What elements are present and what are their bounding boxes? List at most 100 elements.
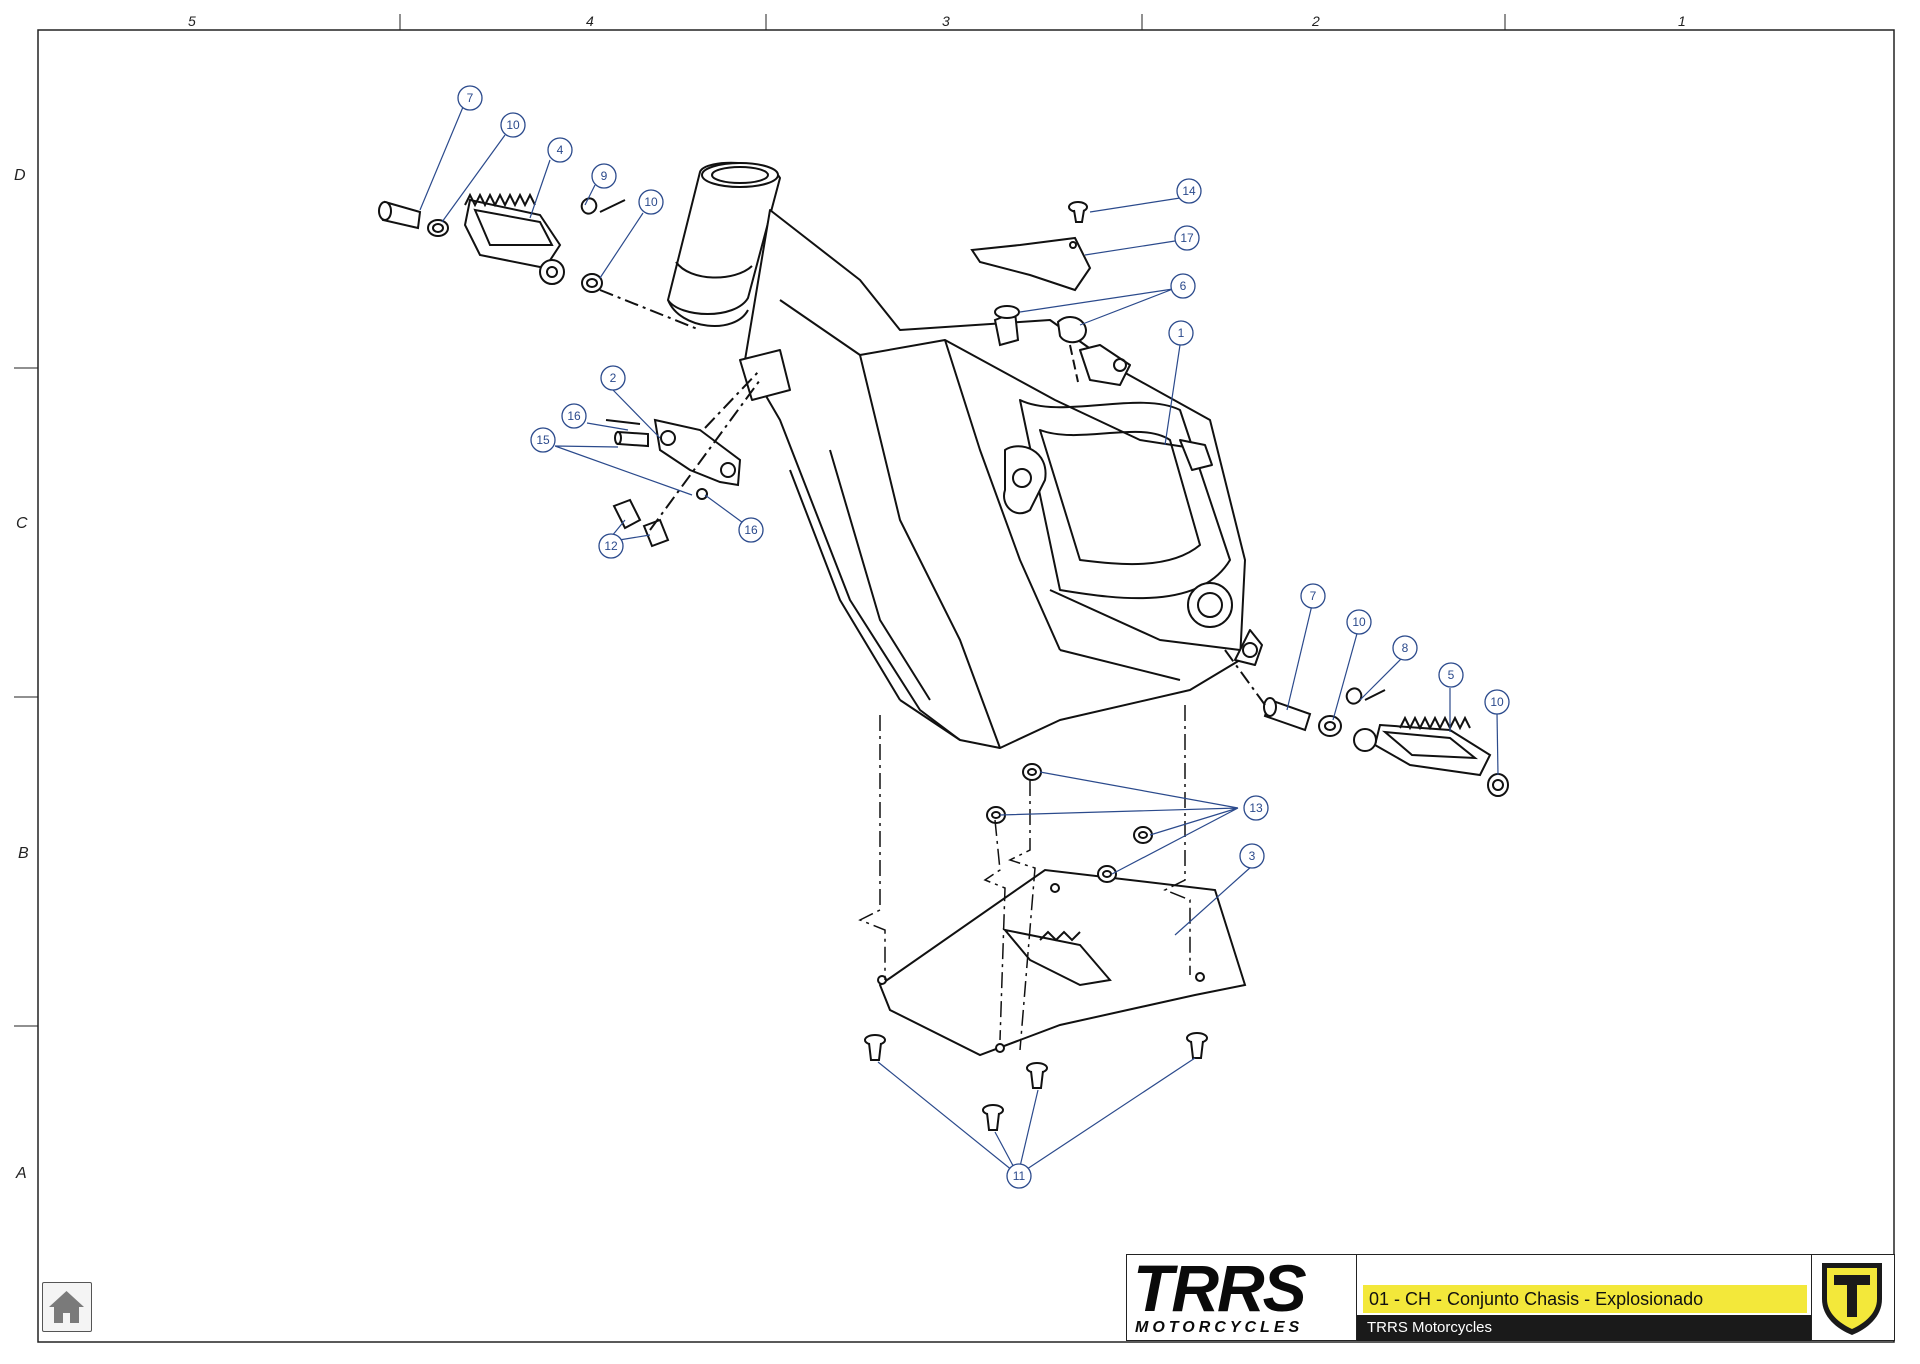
brand-logo-text: TRRS [1133, 1251, 1307, 1325]
balloon-label: 17 [1180, 231, 1194, 245]
top-bracket-drawing [970, 201, 1092, 383]
home-icon [49, 1291, 84, 1323]
balloon-label: 10 [1490, 695, 1504, 709]
balloon-circle [1239, 843, 1265, 869]
balloon-14: 14 [1176, 178, 1202, 204]
balloon-circle [1243, 795, 1269, 821]
balloon-label: 10 [506, 118, 520, 132]
balloon-label: 9 [601, 169, 608, 183]
balloon-label: 16 [567, 409, 581, 423]
balloon-circle [530, 427, 556, 453]
front-bracket-drawing [605, 369, 761, 548]
drawing-title: 01 - CH - Conjunto Chasis - Explosionado [1363, 1285, 1807, 1313]
col-label-4: 4 [586, 13, 594, 29]
home-button[interactable] [42, 1282, 92, 1332]
balloon-circle [561, 403, 587, 429]
balloon-label: 10 [644, 195, 658, 209]
balloon-label: 7 [467, 91, 474, 105]
balloon-label: 5 [1448, 668, 1455, 682]
balloon-label: 16 [744, 523, 758, 537]
row-label-c: C [16, 515, 28, 532]
balloon-circle [1484, 689, 1510, 715]
leader-lines [419, 106, 1499, 1176]
balloon-6: 6 [1170, 273, 1196, 299]
balloon-label: 8 [1402, 641, 1409, 655]
skid-plate-drawing [877, 868, 1247, 1057]
balloon-1: 1 [1168, 320, 1194, 346]
brand-logo: TRRS MOTORCYCLES [1127, 1255, 1357, 1340]
balloon-13: 13 [1243, 795, 1269, 821]
balloon-11: 11 [1006, 1163, 1032, 1189]
balloon-circle [591, 163, 617, 189]
balloon-label: 6 [1180, 279, 1187, 293]
balloon-label: 4 [557, 143, 564, 157]
balloon-circle [457, 85, 483, 111]
balloon-circle [1176, 178, 1202, 204]
nuts-drawing [986, 763, 1153, 883]
balloon-label: 10 [1352, 615, 1366, 629]
balloon-10: 10 [500, 112, 526, 138]
chassis-frame-drawing [667, 161, 1263, 749]
balloon-circle [738, 517, 764, 543]
column-ticks [399, 14, 1506, 30]
balloon-label: 11 [1013, 1169, 1026, 1183]
balloon-label: 1 [1178, 326, 1185, 340]
balloon-17: 17 [1174, 225, 1200, 251]
col-label-1: 1 [1678, 13, 1686, 29]
balloon-label: 2 [610, 371, 617, 385]
balloon-3: 3 [1239, 843, 1265, 869]
balloon-label: 14 [1182, 184, 1196, 198]
balloon-label: 7 [1310, 589, 1317, 603]
balloon-label: 12 [604, 539, 618, 553]
balloon-2: 2 [600, 365, 626, 391]
footpeg-right-drawing [1224, 649, 1509, 797]
balloon-circle [598, 533, 624, 559]
balloon-7: 7 [1300, 583, 1326, 609]
balloon-circle [638, 189, 664, 215]
balloon-circle [1170, 273, 1196, 299]
balloon-12: 12 [598, 533, 624, 559]
balloon-circle [1168, 320, 1194, 346]
balloon-8: 8 [1392, 635, 1418, 661]
brand-logo-subtext: MOTORCYCLES [1135, 1319, 1304, 1336]
balloon-circle [547, 137, 573, 163]
balloon-16: 16 [738, 517, 764, 543]
assembly-centerlines [858, 705, 1191, 1051]
col-label-2: 2 [1311, 13, 1320, 29]
balloon-4: 4 [547, 137, 573, 163]
balloon-15: 15 [530, 427, 556, 453]
balloon-label: 13 [1249, 801, 1263, 815]
balloon-circle [1392, 635, 1418, 661]
row-ticks [14, 367, 38, 1027]
balloon-circle [600, 365, 626, 391]
title-block: TRRS MOTORCYCLES 01 - CH - Conjunto Chas… [1126, 1254, 1895, 1341]
row-label-b: B [18, 845, 29, 862]
balloon-circle [1346, 609, 1372, 635]
balloon-7: 7 [457, 85, 483, 111]
row-label-a: A [15, 1165, 27, 1182]
col-label-5: 5 [188, 13, 196, 29]
balloon-circle [1300, 583, 1326, 609]
balloon-circle [1174, 225, 1200, 251]
title-info: 01 - CH - Conjunto Chasis - Explosionado… [1357, 1255, 1812, 1341]
balloon-10: 10 [1346, 609, 1372, 635]
trrs-shield-icon [1812, 1255, 1894, 1340]
row-label-d: D [14, 167, 26, 184]
balloon-label: 3 [1249, 849, 1256, 863]
footpeg-left-drawing [378, 192, 701, 331]
balloon-5: 5 [1438, 662, 1464, 688]
grid-labels: 5 4 3 2 1 D C B A [14, 13, 1686, 1182]
balloon-9: 9 [591, 163, 617, 189]
bolts-drawing [864, 1032, 1208, 1131]
balloon-16: 16 [561, 403, 587, 429]
balloon-10: 10 [638, 189, 664, 215]
balloon-circle [500, 112, 526, 138]
balloon-10: 10 [1484, 689, 1510, 715]
balloon-label: 15 [536, 433, 550, 447]
company-name: TRRS Motorcycles [1357, 1315, 1811, 1341]
col-label-3: 3 [942, 13, 950, 29]
balloon-circle [1438, 662, 1464, 688]
balloon-circle [1006, 1163, 1032, 1189]
